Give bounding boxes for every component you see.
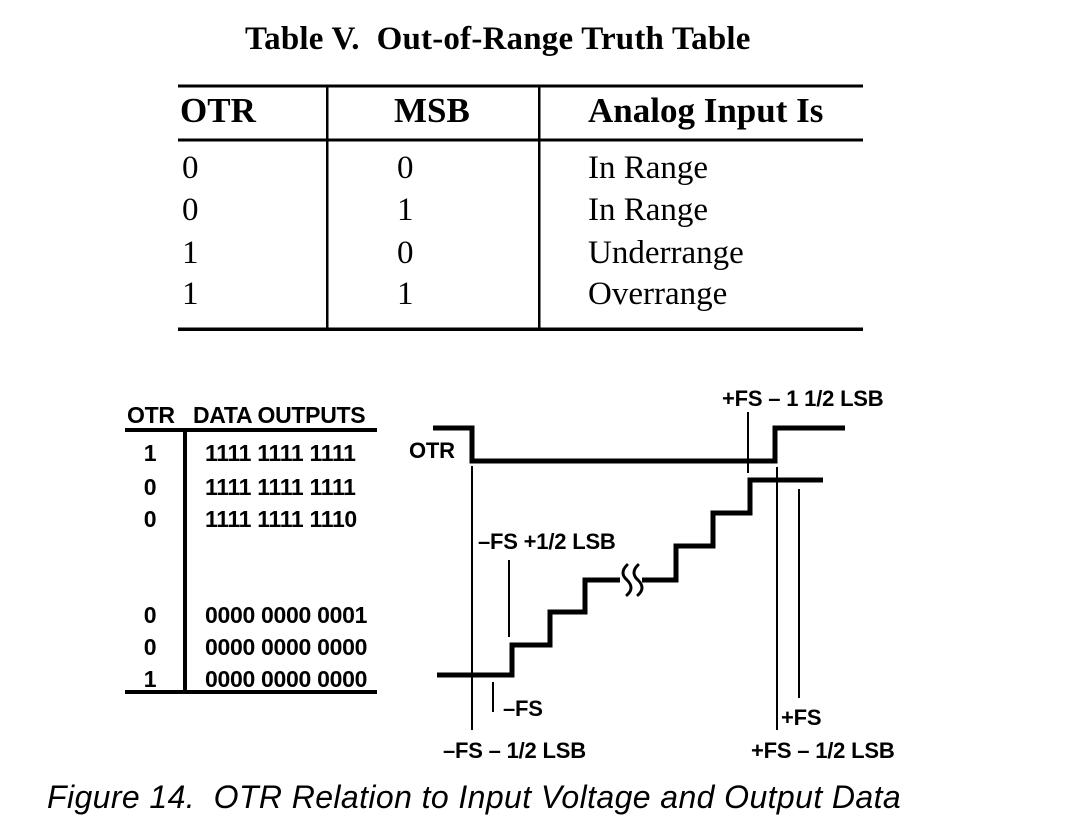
output-table-otr-value: 0 bbox=[143, 602, 157, 628]
label-pos-fs-minus-1-half-lsb: +FS – 1 1/2 LSB bbox=[722, 386, 884, 411]
otr-waveform-trace bbox=[433, 425, 845, 464]
tableV-cell: 1 bbox=[182, 276, 199, 312]
tableV-cell: 1 bbox=[397, 276, 414, 312]
output-table-otr-value: 0 bbox=[143, 474, 157, 500]
label-neg-fs: –FS bbox=[503, 696, 543, 721]
otr-waveform-label: OTR bbox=[409, 438, 455, 463]
output-table-data-value: 1111 1111 1110 bbox=[205, 506, 357, 532]
label-pos-fs: +FS bbox=[781, 705, 822, 730]
tableV-cell: 0 bbox=[182, 192, 199, 228]
axis-break-icon bbox=[621, 563, 644, 597]
staircase-transfer-curve bbox=[437, 477, 823, 678]
tableV-header-msb: MSB bbox=[394, 91, 470, 130]
output-table-header-otr: OTR bbox=[127, 402, 175, 428]
tableV-cell: 1 bbox=[397, 192, 414, 228]
tableV-cell: In Range bbox=[588, 150, 709, 186]
label-pos-fs-minus-half-lsb: +FS – 1/2 LSB bbox=[751, 738, 895, 763]
tableV-cell: 0 bbox=[397, 150, 414, 186]
output-table-otr-value: 0 bbox=[143, 506, 157, 532]
label-neg-fs-plus-half-lsb: –FS +1/2 LSB bbox=[478, 529, 616, 554]
output-table-header-data: DATA OUTPUTS bbox=[193, 402, 366, 428]
tableV-cell: 0 bbox=[397, 235, 414, 271]
output-table-data-value: 0000 0000 0001 bbox=[205, 602, 368, 628]
annotation-leader-lines bbox=[471, 412, 800, 730]
figure-caption: Figure 14. OTR Relation to Input Voltage… bbox=[47, 779, 902, 815]
tableV-cell: Overrange bbox=[588, 276, 728, 312]
output-table-otr-value: 1 bbox=[143, 440, 157, 466]
output-table-otr-value: 0 bbox=[143, 634, 157, 660]
output-table-rules bbox=[125, 428, 377, 694]
output-table-data-value: 1111 1111 1111 bbox=[205, 440, 356, 466]
tableV-cell: 1 bbox=[182, 235, 199, 271]
tableV-title: Table V. Out-of-Range Truth Table bbox=[245, 21, 751, 57]
tableV-cell: In Range bbox=[588, 192, 709, 228]
output-table-data-value: 0000 0000 0000 bbox=[205, 666, 368, 692]
output-table-data-value: 1111 1111 1111 bbox=[205, 474, 356, 500]
tableV-header-otr: OTR bbox=[180, 91, 256, 130]
tableV-cell: 0 bbox=[182, 150, 199, 186]
output-table-otr-value: 1 bbox=[143, 666, 157, 692]
tableV-cell: Underrange bbox=[588, 235, 744, 271]
output-table-data-value: 0000 0000 0000 bbox=[205, 634, 368, 660]
tableV-header-analog: Analog Input Is bbox=[588, 91, 824, 130]
tableV-rules bbox=[178, 84, 863, 331]
label-neg-fs-minus-half-lsb: –FS – 1/2 LSB bbox=[443, 738, 586, 763]
